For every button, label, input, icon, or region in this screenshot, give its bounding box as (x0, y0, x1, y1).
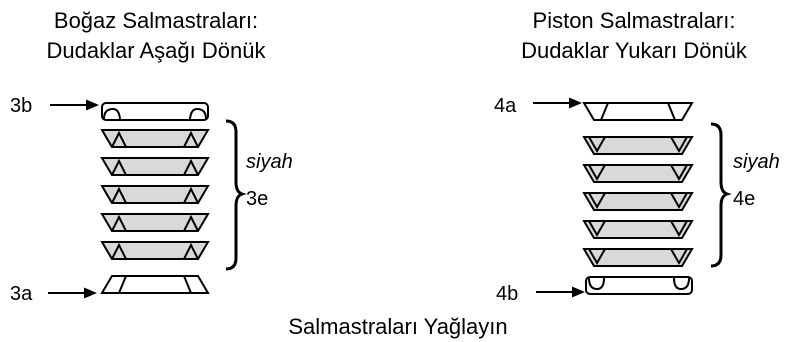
left-title-line2: Dudaklar Aşağı Dönük (47, 38, 267, 63)
right-bracket-code: 4e (733, 188, 755, 210)
arrow-4a (533, 97, 582, 109)
right-bracket-note: siyah (733, 151, 780, 173)
arrow-3a (48, 287, 97, 299)
v-packing-7 (582, 164, 694, 183)
left-title-line1: Boğaz Salmastraları: (54, 8, 258, 33)
v-packing-2 (100, 157, 210, 176)
v-packing-9 (582, 220, 694, 239)
v-packing-4 (100, 213, 210, 232)
top-female-adapter-4a (582, 102, 694, 121)
v-packing-5 (100, 241, 210, 260)
left-bracket-note: siyah (246, 151, 293, 173)
v-packing-6 (582, 136, 694, 155)
arrow-4b (536, 286, 585, 298)
right-stack (582, 102, 694, 295)
v-packing-8 (582, 192, 694, 211)
right-title-line1: Piston Salmastraları: (533, 8, 736, 33)
left-stack (100, 102, 210, 294)
right-brace (710, 122, 732, 268)
bottom-female-adapter-3a (100, 275, 210, 294)
top-male-adapter-3b (101, 102, 209, 121)
bottom-male-adapter-4b (585, 276, 693, 295)
label-4b: 4b (496, 283, 518, 305)
arrow-3b (50, 99, 99, 111)
v-packing-1 (100, 129, 210, 148)
label-4a: 4a (494, 95, 517, 117)
caption: Salmastraları Yağlayın (288, 314, 507, 339)
v-packing-3 (100, 185, 210, 204)
left-bracket-code: 3e (246, 188, 268, 210)
label-3a: 3a (10, 283, 33, 305)
label-3b: 3b (10, 95, 32, 117)
left-brace (225, 119, 247, 271)
right-title-line2: Dudaklar Yukarı Dönük (521, 38, 748, 63)
v-packing-10 (582, 248, 694, 267)
